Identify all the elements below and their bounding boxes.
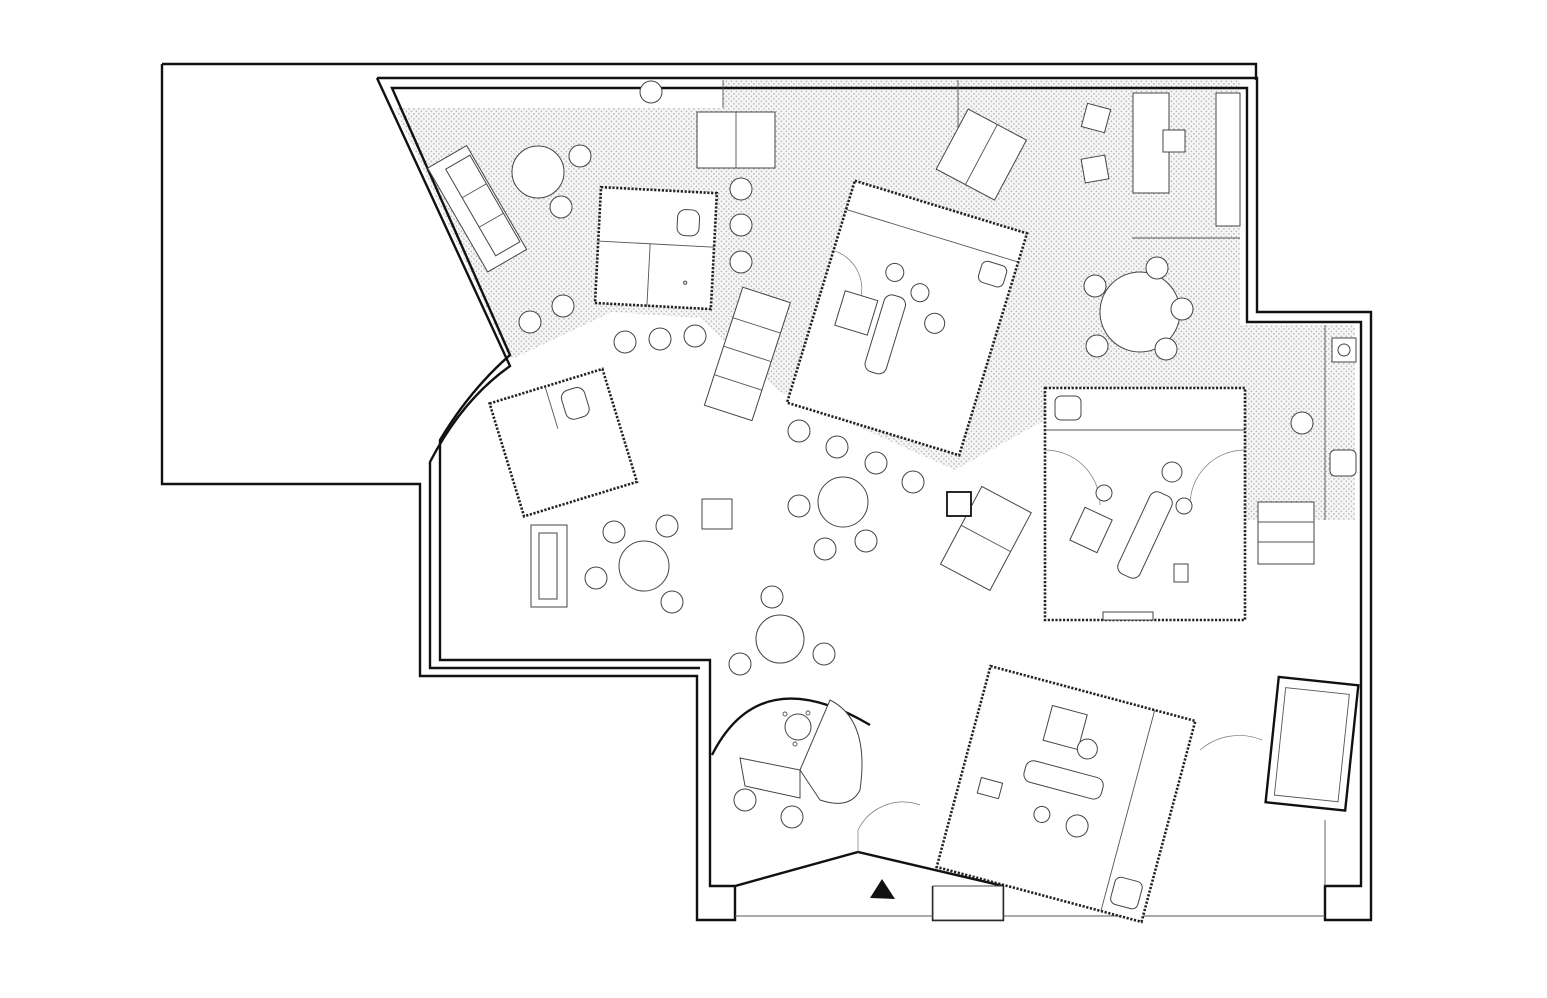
sink-basin bbox=[1337, 343, 1351, 357]
bench bbox=[939, 485, 1032, 592]
door-swing bbox=[857, 801, 921, 852]
desk bbox=[1215, 92, 1241, 227]
restroom bbox=[487, 367, 639, 518]
reception-desk bbox=[739, 699, 863, 804]
restroom bbox=[593, 185, 719, 311]
entrance-door[interactable] bbox=[932, 885, 1004, 921]
bench bbox=[703, 286, 791, 422]
column bbox=[946, 491, 972, 517]
chair bbox=[1162, 129, 1186, 153]
table-group bbox=[511, 144, 592, 334]
column bbox=[701, 498, 733, 530]
table-group bbox=[728, 585, 836, 676]
terrace-outline bbox=[160, 62, 1258, 922]
plant bbox=[639, 80, 663, 104]
bench bbox=[935, 108, 1028, 201]
storage-room bbox=[1264, 675, 1360, 812]
outer-wall bbox=[377, 76, 1373, 922]
stool bbox=[1080, 102, 1112, 134]
shelf bbox=[530, 524, 568, 608]
table-group bbox=[584, 514, 684, 614]
chairs-row bbox=[613, 177, 804, 829]
inner-wall bbox=[375, 77, 700, 670]
stool bbox=[1290, 411, 1314, 435]
entrance-arrow-icon bbox=[870, 879, 895, 899]
stool bbox=[1080, 154, 1110, 184]
bench bbox=[696, 111, 776, 169]
treatment-room bbox=[1043, 386, 1247, 622]
table-group bbox=[1083, 256, 1194, 361]
cabinet bbox=[1329, 449, 1357, 477]
table-group bbox=[787, 419, 925, 561]
sofa bbox=[426, 144, 528, 273]
treatment-room bbox=[785, 179, 1029, 457]
treatment-room bbox=[935, 664, 1197, 924]
door-swing bbox=[1199, 735, 1263, 751]
bench bbox=[1257, 501, 1315, 565]
